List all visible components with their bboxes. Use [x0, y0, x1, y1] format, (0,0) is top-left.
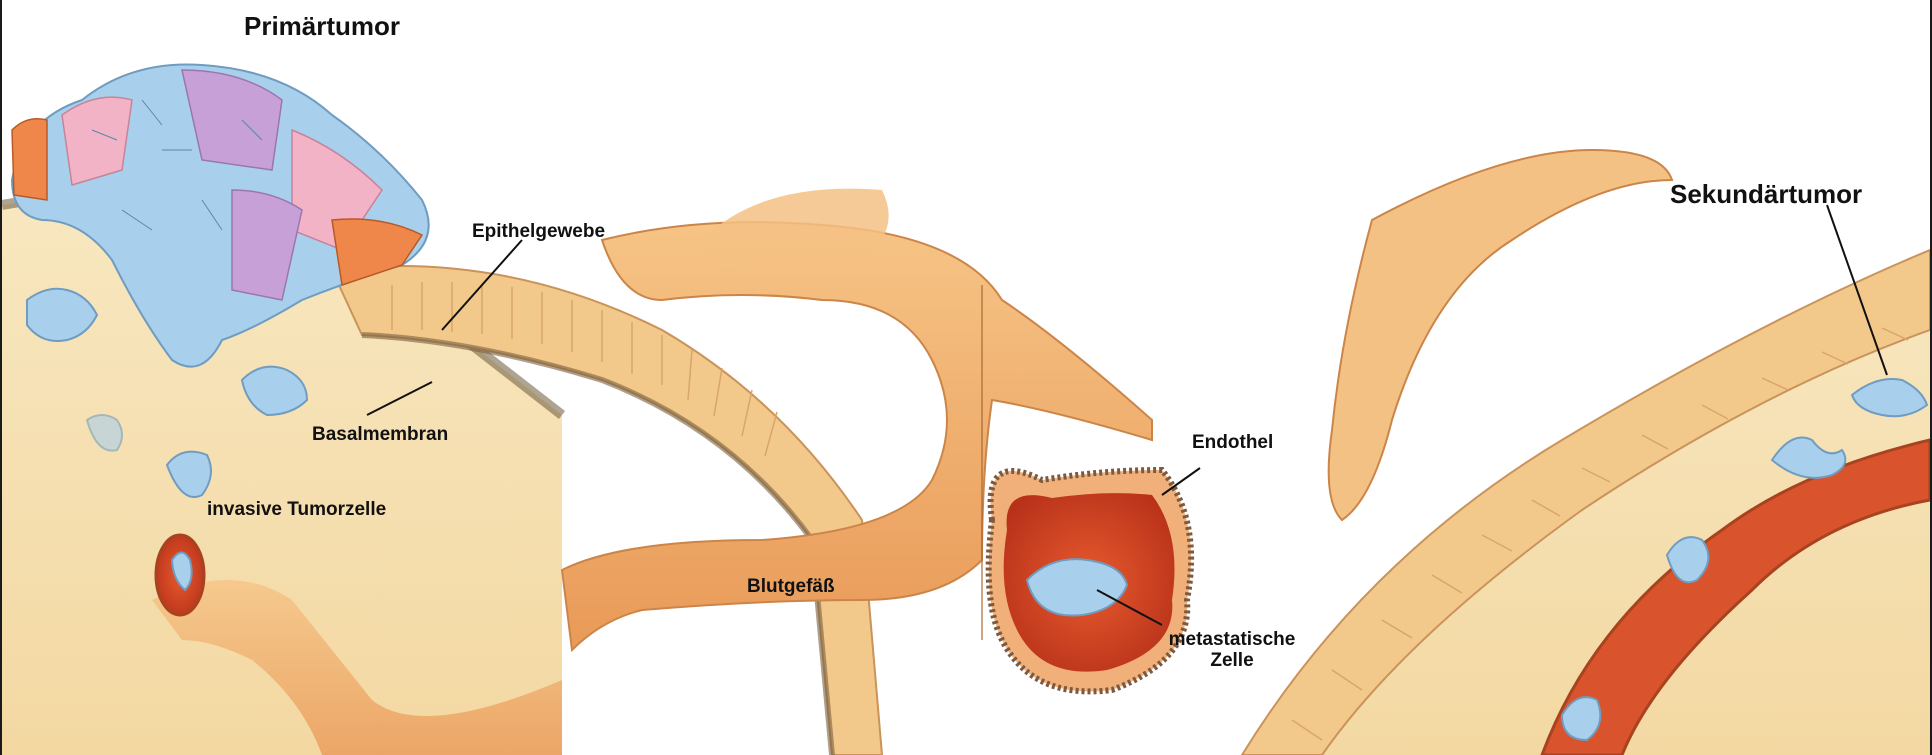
- label-primary-tumor: Primärtumor: [244, 12, 400, 41]
- label-metastatic-cell-line1: metastatische: [1152, 630, 1312, 651]
- label-epithelium: Epithelgewebe: [472, 222, 605, 243]
- label-secondary-tumor: Sekundärtumor: [1670, 180, 1862, 209]
- label-invasive-cell: invasive Tumorzelle: [207, 500, 386, 521]
- label-blood-vessel: Blutgefäß: [747, 577, 835, 598]
- label-metastatic-cell-line2: Zelle: [1152, 651, 1312, 672]
- label-endothelium: Endothel: [1192, 433, 1273, 454]
- label-basement-membrane: Basalmembran: [312, 425, 448, 446]
- label-metastatic-cell: metastatische Zelle: [1152, 630, 1312, 672]
